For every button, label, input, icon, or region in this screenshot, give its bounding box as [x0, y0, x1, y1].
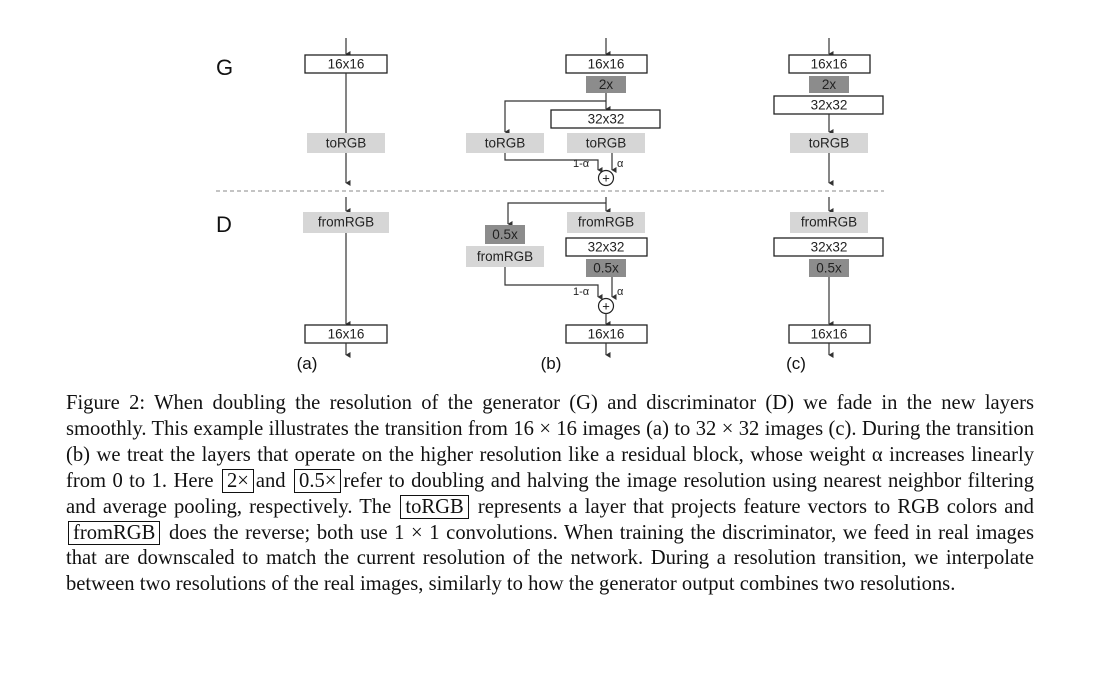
block-0.5x-low — [485, 225, 525, 244]
block-32x32 — [550, 109, 661, 129]
block-label: fromRGB — [801, 215, 857, 230]
arrow — [504, 100, 606, 135]
caption-text-part-1: When doubling the resolution of the gene… — [66, 392, 1034, 492]
block-16x16 — [565, 54, 648, 74]
block-label: 32x32 — [811, 240, 848, 255]
panel-b: 16x16 2x 32x32 toRGB toRGB 1-α α + fromR… — [466, 38, 661, 373]
block-label: 32x32 — [588, 112, 625, 127]
boxed-term-fromrgb: fromRGB — [68, 520, 161, 545]
weight-alpha: α — [617, 286, 624, 298]
block-fromrgb-high — [567, 212, 645, 233]
caption-text-part-4: does the reverse; both use 1 × 1 convolu… — [66, 521, 1034, 596]
sum-node — [597, 169, 615, 187]
block-label: 16x16 — [328, 57, 365, 72]
block-2x — [809, 76, 849, 93]
block-label: 16x16 — [588, 327, 625, 342]
block-label: toRGB — [326, 136, 367, 151]
block-0.5x-high — [586, 259, 626, 277]
block-32x32 — [565, 237, 648, 257]
block-torgb — [790, 133, 868, 153]
block-label: toRGB — [809, 136, 850, 151]
block-label: 16x16 — [328, 327, 365, 342]
boxed-term-2x: 2× — [221, 468, 254, 493]
figure-label: Figure 2: — [66, 392, 146, 414]
weight-one-minus-alpha: 1-α — [573, 158, 590, 170]
block-torgb — [307, 133, 385, 153]
caption-conjunction: and — [255, 469, 286, 492]
arrow — [507, 202, 606, 227]
panel-c: 16x16 2x 32x32 toRGB fromRGB 32x32 0.5x … — [773, 38, 884, 373]
block-torgb-high — [567, 133, 645, 153]
block-label: 2x — [822, 77, 837, 92]
block-label: 0.5x — [593, 261, 619, 276]
panel-label-b: (b) — [541, 354, 562, 373]
row-label-generator: G — [216, 55, 233, 80]
block-label: 16x16 — [811, 327, 848, 342]
sum-symbol: + — [602, 299, 610, 314]
block-fromrgb — [790, 212, 868, 233]
block-label: 0.5x — [492, 227, 518, 242]
panel-label-a: (a) — [297, 354, 318, 373]
block-label: 32x32 — [588, 240, 625, 255]
block-label: fromRGB — [318, 215, 374, 230]
block-label: toRGB — [586, 136, 627, 151]
arrow — [504, 153, 603, 173]
block-2x — [586, 76, 626, 93]
panel-label-c: (c) — [786, 354, 806, 373]
figure-caption: Figure 2: When doubling the resolution o… — [66, 391, 1034, 598]
block-fromrgb — [303, 212, 389, 233]
block-torgb-low — [466, 133, 544, 153]
block-label: 16x16 — [588, 57, 625, 72]
panel-a: 16x16 toRGB fromRGB 16x16 (a) — [297, 38, 389, 373]
block-label: fromRGB — [578, 215, 634, 230]
weight-alpha: α — [617, 158, 624, 170]
boxed-term-torgb: toRGB — [400, 494, 469, 519]
boxed-term-0.5x: 0.5× — [294, 468, 342, 493]
caption-text-part-3: represents a layer that projects feature… — [477, 495, 1034, 518]
block-label: 2x — [599, 77, 614, 92]
block-fromrgb-low — [466, 246, 544, 267]
weight-one-minus-alpha: 1-α — [573, 286, 590, 298]
block-label: toRGB — [485, 136, 526, 151]
row-label-discriminator: D — [216, 212, 232, 237]
block-label: 16x16 — [811, 57, 848, 72]
sum-symbol: + — [602, 171, 610, 186]
arrow — [504, 267, 603, 300]
block-16x16 — [788, 54, 871, 74]
block-0.5x — [809, 259, 849, 277]
figure-diagram: G D 16x16 toRGB fromRGB 16x16 (a) 16x16 … — [216, 38, 884, 373]
block-label: 32x32 — [811, 98, 848, 113]
block-label: 0.5x — [816, 261, 842, 276]
block-label: fromRGB — [477, 249, 533, 264]
block-32x32 — [773, 237, 884, 257]
caption-text-part-2: refer to doubling and halving the image … — [66, 469, 1035, 518]
